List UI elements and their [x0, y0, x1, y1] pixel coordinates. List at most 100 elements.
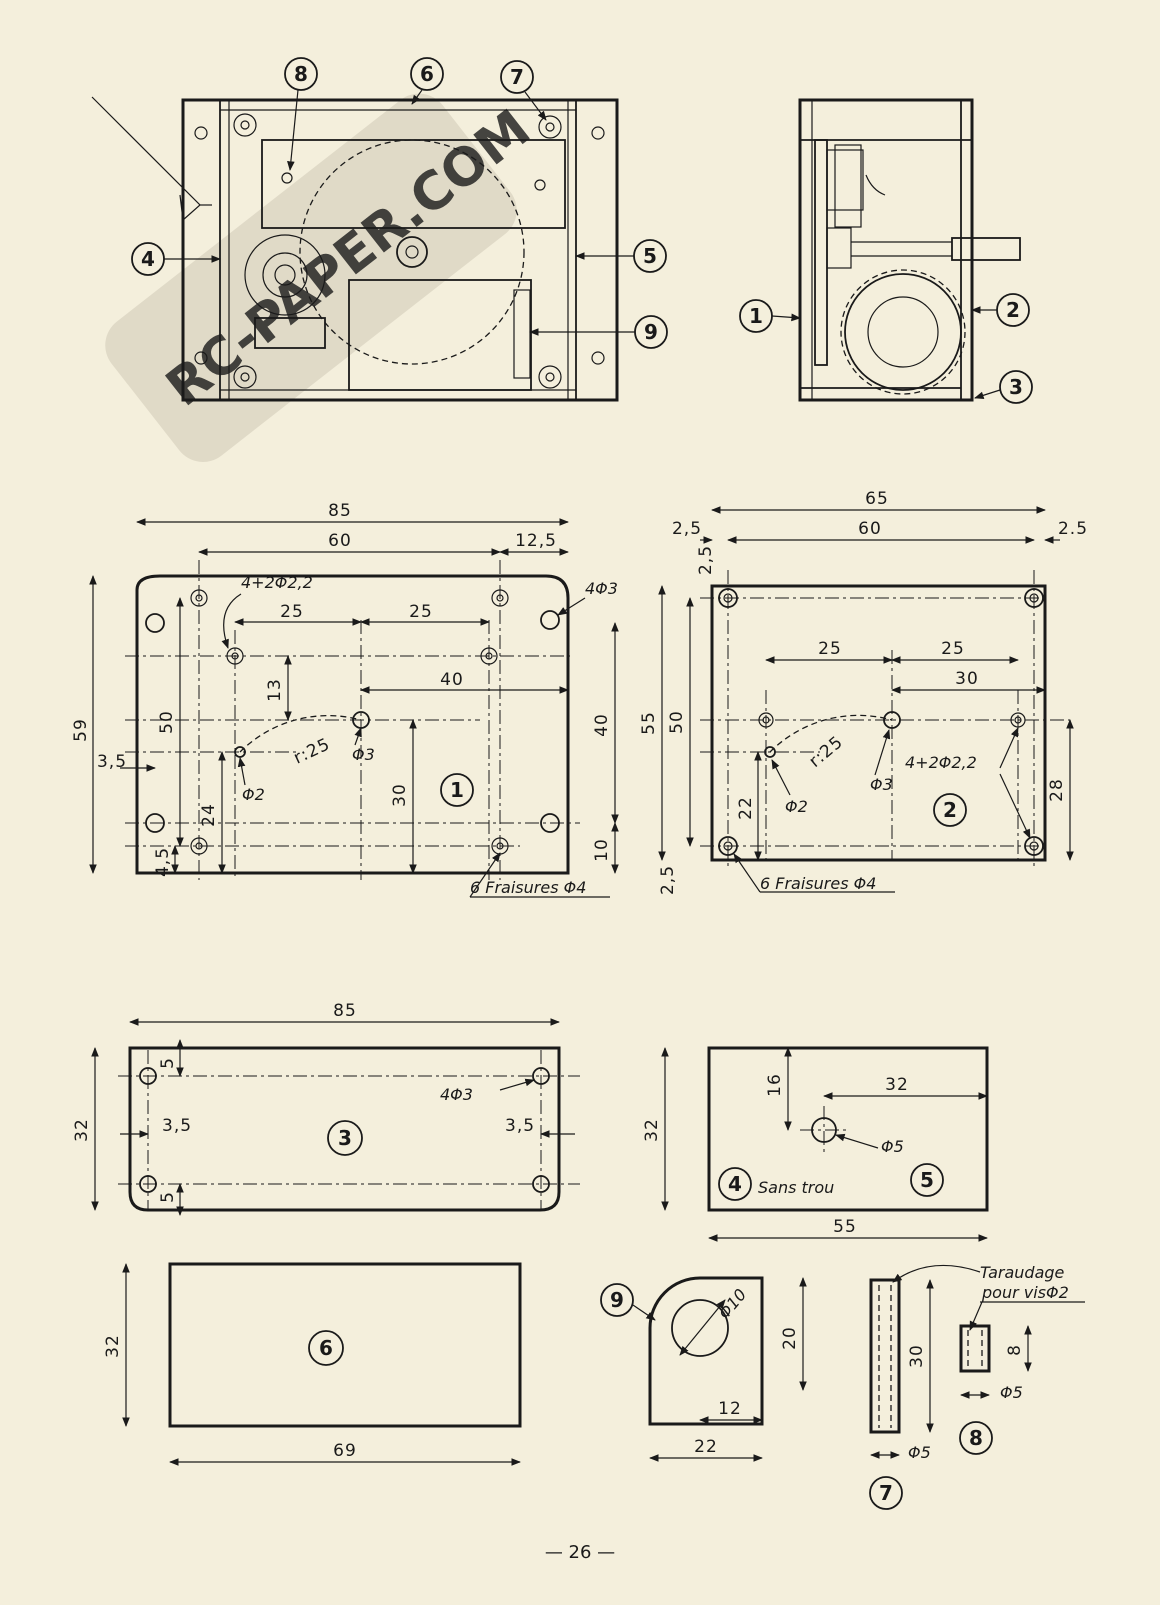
- dim-55-b: 55: [833, 1217, 857, 1237]
- dim-28: 28: [1047, 778, 1067, 802]
- part-1-label: 1: [450, 778, 464, 802]
- dim-20: 20: [780, 1326, 800, 1350]
- part-9-drawing: 9: [600, 1276, 764, 1426]
- page-number: — 26 —: [545, 1542, 615, 1563]
- dim-5-b: 5: [158, 1191, 178, 1203]
- callout-3: 3: [1009, 375, 1023, 399]
- callout-9: 9: [644, 320, 658, 344]
- dim-2-5-top: 2,5: [696, 545, 716, 575]
- dim-40: 40: [440, 670, 464, 690]
- part-5-label: 5: [920, 1168, 934, 1192]
- dim-60-b: 60: [858, 519, 882, 539]
- dim-85: 85: [328, 501, 352, 521]
- note-phi2: Φ2: [242, 785, 265, 804]
- dim-30-b: 30: [955, 669, 979, 689]
- dim-r25-b: r:25: [805, 732, 847, 772]
- dim-50: 50: [157, 710, 177, 734]
- note-fraisures-1: 6 Fraisures Φ4: [470, 878, 586, 897]
- dim-12-5: 12,5: [515, 531, 557, 551]
- part-6-label: 6: [319, 1336, 333, 1360]
- note-phi2-b: Φ2: [785, 797, 808, 816]
- note-holes-b: 4Φ3: [585, 579, 618, 598]
- dim-13: 13: [265, 678, 285, 702]
- part-4-5-dimensions: 32 16 32 55 Φ5: [642, 1047, 988, 1242]
- note-phi3: Φ3: [352, 745, 375, 764]
- part-6-drawing: 6: [168, 1262, 522, 1428]
- dim-40-v: 40: [592, 713, 612, 737]
- note-holes-a: 4+2Φ2,2: [241, 573, 313, 592]
- part-8-drawing: 8: [959, 1324, 993, 1455]
- dim-22: 22: [736, 796, 756, 820]
- note-taraudage: Taraudage: [980, 1263, 1065, 1282]
- callout-7: 7: [510, 65, 524, 89]
- part-7-drawing: 7: [869, 1278, 903, 1510]
- callout-2: 2: [1006, 298, 1020, 322]
- part-7-label: 7: [879, 1481, 893, 1505]
- dim-24: 24: [199, 803, 219, 827]
- dim-25-b: 25: [409, 602, 433, 622]
- dim-2-5-right: 2.5: [1058, 519, 1088, 539]
- dim-3-5: 3,5: [97, 752, 127, 772]
- part-3-drawing: 3: [118, 1046, 580, 1212]
- dim-30-c: 30: [907, 1344, 927, 1368]
- dim-60: 60: [328, 531, 352, 551]
- dim-69: 69: [333, 1441, 357, 1461]
- dim-32-a: 32: [72, 1118, 92, 1142]
- part-2-drawing: 2: [700, 570, 1070, 870]
- dim-32-b: 32: [642, 1118, 662, 1142]
- part-3-dimensions: 85 32 5 5 3,5 3,5 4Φ3: [72, 1001, 575, 1216]
- part-1-drawing: 1: [125, 560, 580, 880]
- dim-50-b: 50: [667, 710, 687, 734]
- note-fraisures-2: 6 Fraisures Φ4: [760, 874, 876, 893]
- part-4-5-drawing: 4 Sans trou 5: [707, 1046, 989, 1212]
- dim-22-b: 22: [694, 1437, 718, 1457]
- dim-32-d: 32: [103, 1334, 123, 1358]
- part-7-8-dimensions: 30 Φ5 8 Φ5 Taraudage pour visΦ2: [870, 1263, 1085, 1462]
- callout-8: 8: [294, 62, 308, 86]
- note-pour-vis: pour visΦ2: [981, 1283, 1069, 1302]
- part-1-dimensions: 85 60 12,5 59 50 25 25 13 40 40 30 10 24…: [71, 501, 619, 898]
- note-phi3-b: Φ3: [870, 775, 893, 794]
- dim-4-5: 4,5: [153, 847, 173, 877]
- note-holes-2: 4+2Φ2,2: [905, 753, 977, 772]
- dim-2-5-left: 2,5: [672, 519, 702, 539]
- dim-25-c: 25: [818, 639, 842, 659]
- part-3-label: 3: [338, 1126, 352, 1150]
- assembly-top-callouts: 8 6 7 4 5 9: [131, 57, 668, 349]
- note-holes-3: 4Φ3: [440, 1085, 473, 1104]
- part-9-dimensions: Φ10 20 12 22: [649, 1277, 807, 1462]
- dim-2-5-bottom: 2,5: [658, 865, 678, 895]
- part-2-label: 2: [943, 798, 957, 822]
- part-6-dimensions: 32 69: [103, 1263, 521, 1466]
- dim-65: 65: [865, 489, 889, 509]
- watermark: RC-PAPER.COM: [105, 93, 542, 462]
- dim-59: 59: [71, 718, 91, 742]
- dim-3-5-b: 3,5: [505, 1116, 535, 1136]
- side-view-callouts: 1 2 3: [739, 293, 1033, 404]
- part-8-label: 8: [969, 1426, 983, 1450]
- callout-6: 6: [420, 62, 434, 86]
- dim-16: 16: [765, 1073, 785, 1097]
- part-9-label: 9: [610, 1288, 624, 1312]
- dim-phi10: Φ10: [715, 1285, 751, 1322]
- dim-5-a: 5: [158, 1057, 178, 1069]
- callout-4: 4: [141, 247, 155, 271]
- dim-85-b: 85: [333, 1001, 357, 1021]
- dim-30: 30: [390, 783, 410, 807]
- dim-25-d: 25: [941, 639, 965, 659]
- dim-phi5-a: Φ5: [908, 1443, 931, 1462]
- dim-25-a: 25: [280, 602, 304, 622]
- dim-3-5-a: 3,5: [162, 1116, 192, 1136]
- dim-phi5-b: Φ5: [1000, 1383, 1023, 1402]
- dim-r25: r:25: [291, 734, 334, 768]
- part-2-dimensions: 65 60 2,5 2.5 2,5 55 50 25 25 30 22 28 2…: [639, 489, 1088, 895]
- callout-5: 5: [643, 244, 657, 268]
- note-sans-trou: Sans trou: [758, 1178, 834, 1197]
- callout-1: 1: [749, 304, 763, 328]
- assembly-side-view: [798, 98, 1021, 402]
- dim-8: 8: [1005, 1344, 1025, 1356]
- dim-32-c: 32: [885, 1075, 909, 1095]
- dim-12: 12: [718, 1399, 742, 1419]
- dim-55: 55: [639, 711, 659, 735]
